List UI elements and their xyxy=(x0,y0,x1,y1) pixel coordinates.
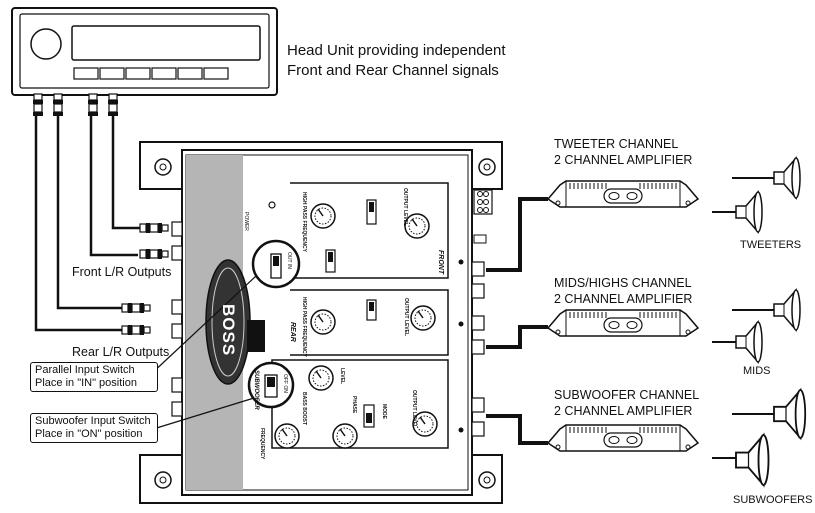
parallel-switch-callout: Parallel Input Switch Place in "IN" posi… xyxy=(30,362,158,393)
rear-output-level-label: OUTPUT LEVEL xyxy=(403,298,409,337)
rear-section-label: REAR xyxy=(289,322,296,342)
mids-label: MIDS xyxy=(743,365,771,377)
bass-boost-label: BASS BOOST xyxy=(301,392,307,426)
sub-amp-label-line1: SUBWOOFER CHANNEL xyxy=(554,388,700,402)
front-section-label: FRONT xyxy=(437,250,444,275)
tweeter-amp-label-line2: 2 CHANNEL AMPLIFIER xyxy=(554,153,693,167)
subwoofer-speakers xyxy=(735,389,807,486)
sub-section-label: SUBWOOFER xyxy=(253,370,259,410)
rear-outputs-label: Rear L/R Outputs xyxy=(72,345,170,359)
sub-amp-label-line2: 2 CHANNEL AMPLIFIER xyxy=(554,404,693,418)
head-unit-knob xyxy=(30,28,62,60)
rca-cables xyxy=(34,116,140,332)
brand-logo-text: BOSS xyxy=(219,304,238,357)
front-output-level-label: OUTPUT LEVEL xyxy=(402,188,408,227)
phase-label: PHASE xyxy=(351,396,357,414)
subwoofers-label: SUBWOOFERS xyxy=(733,494,813,506)
sub-switch-marking: OFF ON xyxy=(282,374,288,393)
mids-amp-label-line1: MIDS/HIGHS CHANNEL xyxy=(554,276,692,290)
mode-label: MODE xyxy=(381,404,387,419)
crossover-unit xyxy=(139,141,503,504)
mids-amp-label-line2: 2 CHANNEL AMPLIFIER xyxy=(554,292,693,306)
sub-level-label: LEVEL xyxy=(339,368,345,385)
sub-switch-callout-line1: Subwoofer Input Switch xyxy=(35,415,151,427)
parallel-switch-marking: OUT IN xyxy=(286,252,292,269)
model-badge xyxy=(247,320,265,352)
parallel-switch-callout-line2: Place in "IN" position xyxy=(35,377,137,390)
amp-connection-lines xyxy=(486,197,548,445)
head-unit-caption-line2: Front and Rear Channel signals xyxy=(287,62,499,79)
head-unit-rca-plugs xyxy=(32,93,119,117)
head-unit-display xyxy=(71,25,261,61)
callout-lines xyxy=(149,275,257,431)
front-hpf-label: HIGH PASS FREQUENCY xyxy=(301,192,307,252)
tweeters-label: TWEETERS xyxy=(740,239,802,251)
sub-frequency-label: FREQUENCY xyxy=(259,428,265,460)
tweeter-amp-label-line1: TWEETER CHANNEL xyxy=(554,137,679,151)
sub-switch-callout: Subwoofer Input Switch Place in "ON" pos… xyxy=(30,413,158,444)
mids-amplifier xyxy=(547,309,699,337)
power-label: POWER xyxy=(243,212,249,231)
tweeter-amplifier xyxy=(547,180,699,208)
parallel-switch-callout-line1: Parallel Input Switch xyxy=(35,364,135,376)
power-led xyxy=(268,201,276,209)
sub-amplifier xyxy=(547,424,699,452)
tweeter-speakers xyxy=(735,157,801,233)
head-unit-buttons xyxy=(73,67,229,80)
head-unit-caption-line1: Head Unit providing independent xyxy=(287,42,506,59)
mid-speakers xyxy=(735,289,801,363)
head-unit xyxy=(11,7,278,96)
front-outputs-label: Front L/R Outputs xyxy=(72,265,172,279)
sub-output-level-label: OUTPUT LEVEL xyxy=(411,390,417,429)
rear-hpf-label: HIGH PASS FREQUENCY xyxy=(301,297,307,357)
sub-switch-callout-line2: Place in "ON" position xyxy=(35,428,143,441)
